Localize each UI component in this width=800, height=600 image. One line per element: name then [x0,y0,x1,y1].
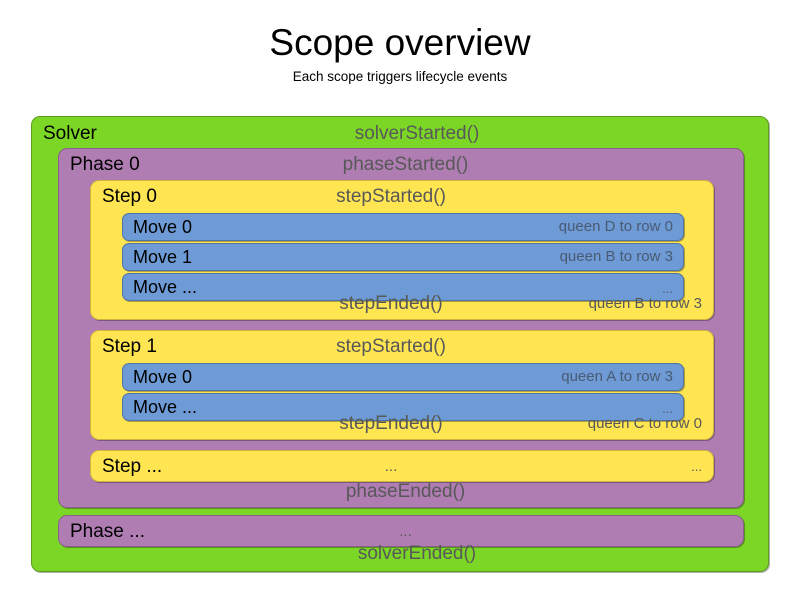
step-label-0: Step 0 [102,186,157,207]
move-box-0-0[interactable]: Move 0 queen D to row 0 [122,213,684,241]
solver-scope-box[interactable]: Solver solverStarted() Phase 0 phaseStar… [31,116,769,572]
step-footer-row-0: stepEnded() queen B to row 3 [91,289,713,319]
step-scope-box-ellipsis[interactable]: Step ... ... ... [90,450,714,482]
step-scope-box-0[interactable]: Step 0 stepStarted() Move 0 queen D to r… [90,180,714,320]
step-footer-row-1: stepEnded() queen C to row 0 [91,409,713,439]
solver-header-row: Solver solverStarted() [32,119,768,149]
move-box-0-2[interactable]: Move ... ... [122,273,684,301]
page-header: Scope overview Each scope triggers lifec… [0,0,800,84]
move-box-0-1[interactable]: Move 1 queen B to row 3 [122,243,684,271]
solver-ended-event: solverEnded() [357,543,477,564]
move-detail-0-1: queen B to row 3 [559,248,673,265]
step-started-event-1: stepStarted() [336,336,446,357]
phase-started-event-0: phaseStarted() [342,154,469,175]
page-subtitle: Each scope triggers lifecycle events [292,69,508,84]
step-header-row-1: Step 1 stepStarted() [91,332,713,362]
move-label-0-1: Move 1 [133,247,193,267]
solver-footer-row: solverEnded() [32,539,768,569]
phase-label-0: Phase 0 [70,154,140,175]
move-detail-0-2: ... [662,281,673,296]
step-ended-detail-ellipsis: ... [691,459,702,474]
move-detail-0-0: queen D to row 0 [558,218,673,235]
phase-ended-event-0: phaseEnded() [345,481,466,502]
step-label-1: Step 1 [102,336,157,357]
move-label-0-2: Move ... [133,277,198,297]
move-label-1-0: Move 0 [133,367,193,387]
step-header-row-0: Step 0 stepStarted() [91,182,713,212]
step-ended-detail-1: queen C to row 0 [587,415,702,432]
phase-scope-box-ellipsis[interactable]: Phase ... ... [58,515,744,547]
phase-ellipsis-row: Phase ... ... [59,517,743,547]
step-ellipsis-row: Step ... ... ... [91,452,713,482]
move-box-1-0[interactable]: Move 0 queen A to row 3 [122,363,684,391]
solver-started-event: solverStarted() [354,123,480,144]
phase-started-event-ellipsis: ... [399,523,412,540]
step-ended-detail-0: queen B to row 3 [588,295,702,312]
step-started-event-0: stepStarted() [336,186,446,207]
page-title: Scope overview [269,22,531,63]
step-ended-event-1: stepEnded() [339,413,443,434]
move-label-1-1: Move ... [133,397,198,417]
step-ended-event-0: stepEnded() [339,293,443,314]
phase-header-row-0: Phase 0 phaseStarted() [59,150,743,180]
move-label-0-0: Move 0 [133,217,193,237]
phase-footer-row-0: phaseEnded() [59,477,743,507]
step-label-ellipsis: Step ... [102,456,163,477]
move-detail-1-1: ... [662,401,673,416]
step-scope-box-1[interactable]: Step 1 stepStarted() Move 0 queen A to r… [90,330,714,440]
phase-label-ellipsis: Phase ... [70,521,145,542]
phase-scope-box-0[interactable]: Phase 0 phaseStarted() Step 0 stepStarte… [58,148,744,508]
move-detail-1-0: queen A to row 3 [561,368,673,385]
solver-label: Solver [43,123,97,144]
step-started-event-ellipsis: ... [384,458,398,475]
move-box-1-1[interactable]: Move ... ... [122,393,684,421]
